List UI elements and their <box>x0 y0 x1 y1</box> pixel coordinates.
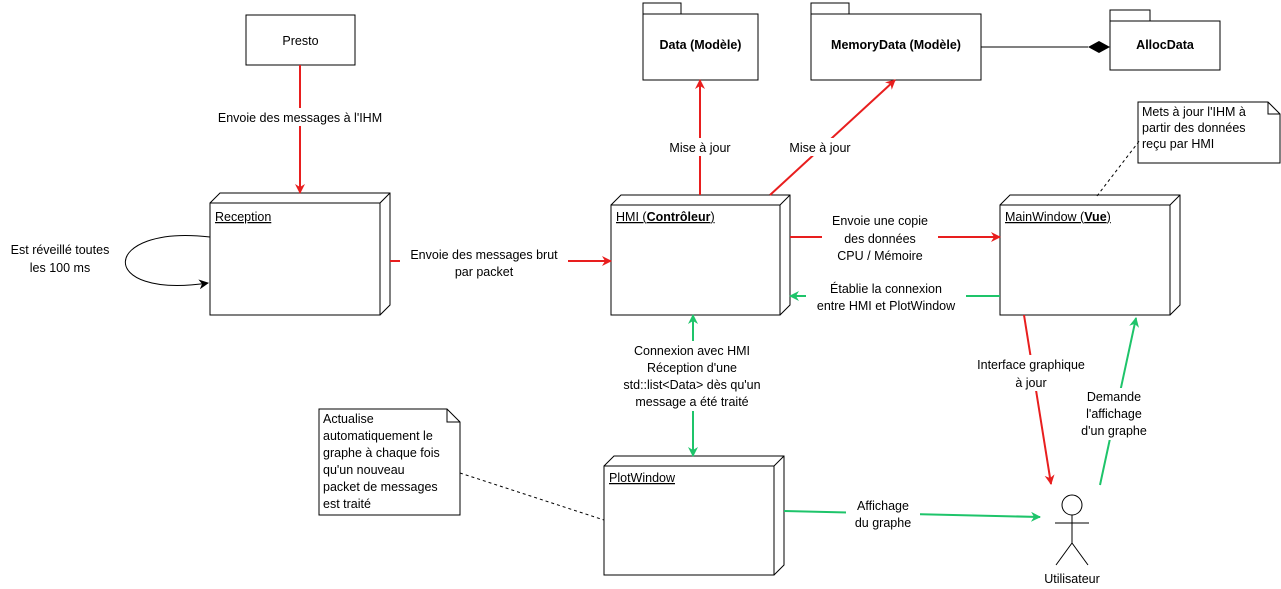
mainwindow-user-label-line-2: à jour <box>1015 376 1046 390</box>
composition-diamond <box>1088 41 1110 53</box>
presto-label: Presto <box>282 34 318 48</box>
plotwindow-note-line-5: packet de messages <box>323 480 438 494</box>
utilisateur-actor <box>1055 494 1089 566</box>
reception-hmi-label-line-2: par packet <box>455 265 514 279</box>
mainwindow-note-line-3: reçu par HMI <box>1142 137 1214 151</box>
plotwindow-user-label-line-2: du graphe <box>855 516 911 530</box>
hmi-plotwindow-label-line-4: message a été traité <box>635 395 748 409</box>
plotwindow-note-line-4: qu'un nouveau <box>323 463 405 477</box>
composition-link <box>981 41 1110 53</box>
memorydata-model-package: MemoryData (Modèle) <box>810 2 982 81</box>
mainwindow-hmi-label-line-2: entre HMI et PlotWindow <box>817 299 956 313</box>
hmi-data-label: Mise à jour <box>669 141 730 155</box>
plotwindow-label: PlotWindow <box>609 471 676 485</box>
plotwindow-note-line-2: automatiquement le <box>323 429 433 443</box>
hmi-node: HMI (Contrôleur) <box>610 194 791 316</box>
hmi-plotwindow-label-line-3: std::list<Data> dès qu'un <box>623 378 760 392</box>
hmi-mainwindow-label-line-2: des données <box>844 232 916 246</box>
edge-reception-self-loop <box>124 235 211 290</box>
mainwindow-node: MainWindow (Vue) <box>999 194 1181 316</box>
mainwindow-note-line-2: partir des données <box>1142 121 1246 135</box>
edge-hmi-memorydata <box>769 79 896 196</box>
hmi-label: HMI (Contrôleur) <box>616 210 715 224</box>
user-mainwindow-label-line-1: Demande <box>1087 390 1141 404</box>
actor-head <box>1061 494 1083 516</box>
edge-presto-reception-label: Envoie des messages à l'IHM <box>218 111 382 125</box>
mainwindow-note: Mets à jour l'IHM à partir des données r… <box>1137 101 1281 164</box>
user-mainwindow-label-line-3: d'un graphe <box>1081 424 1147 438</box>
utilisateur-label: Utilisateur <box>1044 572 1100 586</box>
reception-label: Reception <box>215 210 271 224</box>
plotwindow-note-line-3: graphe à chaque fois <box>323 446 440 460</box>
presto-node: Presto <box>245 14 356 66</box>
plotwindow-node: PlotWindow <box>603 455 785 576</box>
mainwindow-user-label-line-1: Interface graphique <box>977 358 1085 372</box>
self-loop-label-line-1: Est réveillé toutes <box>11 243 110 257</box>
reception-hmi-label-line-1: Envoie des messages brut <box>410 248 558 262</box>
reception-node: Reception <box>209 192 391 316</box>
mainwindow-note-link <box>1096 139 1141 197</box>
mainwindow-note-line-1: Mets à jour l'IHM à <box>1142 105 1246 119</box>
plotwindow-note-line-6: est traité <box>323 497 371 511</box>
plotwindow-note-line-1: Actualise <box>323 412 374 426</box>
data-model-label: Data (Modèle) <box>660 38 742 52</box>
user-mainwindow-label-line-2: l'affichage <box>1086 407 1142 421</box>
mainwindow-label: MainWindow (Vue) <box>1005 210 1111 224</box>
memorydata-model-label: MemoryData (Modèle) <box>831 38 961 52</box>
hmi-plotwindow-label-line-1: Connexion avec HMI <box>634 344 750 358</box>
hmi-mainwindow-label-line-1: Envoie une copie <box>832 214 928 228</box>
self-loop-label-line-2: les 100 ms <box>30 261 90 275</box>
allocdata-label: AllocData <box>1136 38 1195 52</box>
edge-mainwindow-user <box>1023 314 1055 485</box>
plotwindow-user-label-line-1: Affichage <box>857 499 909 513</box>
hmi-mainwindow-label-line-3: CPU / Mémoire <box>837 249 922 263</box>
allocdata-package: AllocData <box>1109 9 1221 71</box>
plotwindow-note-link <box>459 472 605 521</box>
mainwindow-hmi-label-line-1: Établie la connexion <box>830 281 942 296</box>
hmi-memorydata-label: Mise à jour <box>789 141 850 155</box>
hmi-plotwindow-label-line-2: Réception d'une <box>647 361 737 375</box>
data-model-package: Data (Modèle) <box>642 2 759 81</box>
plotwindow-note: Actualise automatiquement le graphe à ch… <box>318 408 461 516</box>
